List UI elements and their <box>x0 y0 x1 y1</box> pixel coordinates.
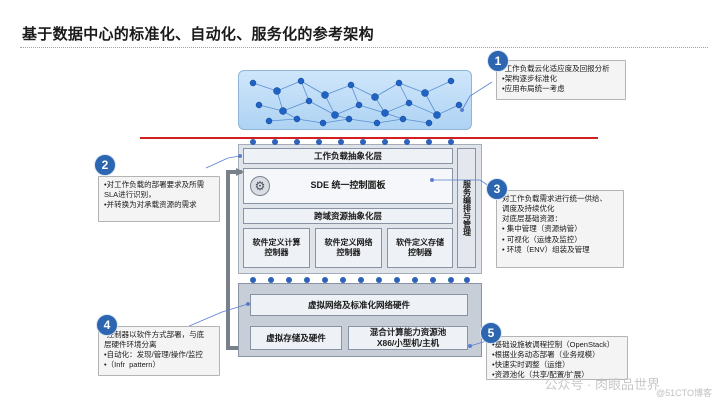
page-title: 基于数据中心的标准化、自动化、服务化的参考架构 <box>22 26 374 43</box>
connector-dots <box>238 271 480 289</box>
callout-3-line: 对底层基础资源： <box>502 214 562 224</box>
callout-4-badge: 4 <box>96 314 118 336</box>
callout-3-line: 调度及持续优化 <box>502 204 555 214</box>
virtual-storage-box: 虚拟存储及硬件 <box>250 326 342 350</box>
callout-3-line: • 环境（ENV）组装及管理 <box>502 244 590 254</box>
callout-1-badge: 1 <box>487 50 509 72</box>
callout-4: •控制器以软件方式部署，与底 层硬件环境分离 •自动化：发现/管理/操作/监控 … <box>98 326 220 376</box>
callout-1: •工作负载云化适应度及回报分析 •架构逐步标准化 •应用布局统一考虑 <box>496 60 626 100</box>
callout-3-line: • 集中管理（资源纳管） <box>502 224 582 234</box>
callout-5-badge: 5 <box>480 322 502 344</box>
callout-3: 对工作负载需求进行统一供给、 调度及持续优化 对底层基础资源： • 集中管理（资… <box>496 190 624 268</box>
workload-abstraction-layer: 工作负载抽象化层 <box>243 148 453 164</box>
callout-1-line: •架构逐步标准化 <box>502 74 558 84</box>
divider-red-line <box>140 137 598 139</box>
callout-4-line: •自动化：发现/管理/操作/监控 <box>104 350 203 360</box>
callout-2: •对工作负载的部署要求及所需 SLA进行识别， •并转换为对承载资源的需求 <box>98 176 220 222</box>
sde-panel-label: SDE 统一控制面板 <box>310 180 386 191</box>
callout-2-badge: 2 <box>94 154 116 176</box>
callout-5-line: •资源池化（共享/配置/扩展） <box>492 370 589 380</box>
callout-3-line: • 可视化（运维及监控） <box>502 234 582 244</box>
callout-4-line: 层硬件环境分离 <box>104 340 157 350</box>
callout-4-line: •控制器以软件方式部署，与底 <box>104 330 205 339</box>
mixed-compute-pool: 混合计算能力资源池 X86/小型机/主机 <box>348 326 468 350</box>
stack-top-dots <box>238 137 480 155</box>
callout-3-line: 对工作负载需求进行统一供给、 <box>502 194 607 203</box>
callout-3-badge: 3 <box>486 178 508 200</box>
orchestration-side-panel: 服务编排与管理 <box>457 148 476 268</box>
workload-network-graph <box>249 77 463 127</box>
sde-panel: SDE 统一控制面板 <box>243 168 453 204</box>
network-controller: 软件定义网络 控制器 <box>315 228 382 268</box>
cross-domain-abstraction-layer: 跨域资源抽象化层 <box>243 208 453 224</box>
callout-2-line: •对工作负载的部署要求及所需 <box>104 180 205 189</box>
callout-1-line: •应用布局统一考虑 <box>502 84 565 94</box>
workload-cloud <box>238 70 472 130</box>
title-divider <box>20 47 708 48</box>
callout-5-line: •基础设施被调程控制（OpenStack） <box>492 340 615 349</box>
callout-5: •基础设施被调程控制（OpenStack） •根据业务动态部署（业务规模） •快… <box>486 336 628 380</box>
compute-controller: 软件定义计算 控制器 <box>243 228 310 268</box>
callout-5-line: •快速实时调整（运维） <box>492 360 570 370</box>
watermark: 公众号 · 肉眼品世界 <box>544 377 660 392</box>
callout-4-line: •（Infr pattern） <box>104 360 160 370</box>
callout-2-line: •并转换为对承载资源的需求 <box>104 200 197 210</box>
watermark-51cto: @51CTO博客 <box>656 388 712 398</box>
storage-controller: 软件定义存储 控制器 <box>387 228 453 268</box>
gear-icon: ⚙ <box>250 176 270 196</box>
callout-5-line: •根据业务动态部署（业务规模） <box>492 350 600 360</box>
callout-1-line: •工作负载云化适应度及回报分析 <box>502 64 610 73</box>
callout-2-line: SLA进行识别， <box>104 190 156 200</box>
virtual-network-layer: 虚拟网络及标准化网络硬件 <box>250 294 468 316</box>
